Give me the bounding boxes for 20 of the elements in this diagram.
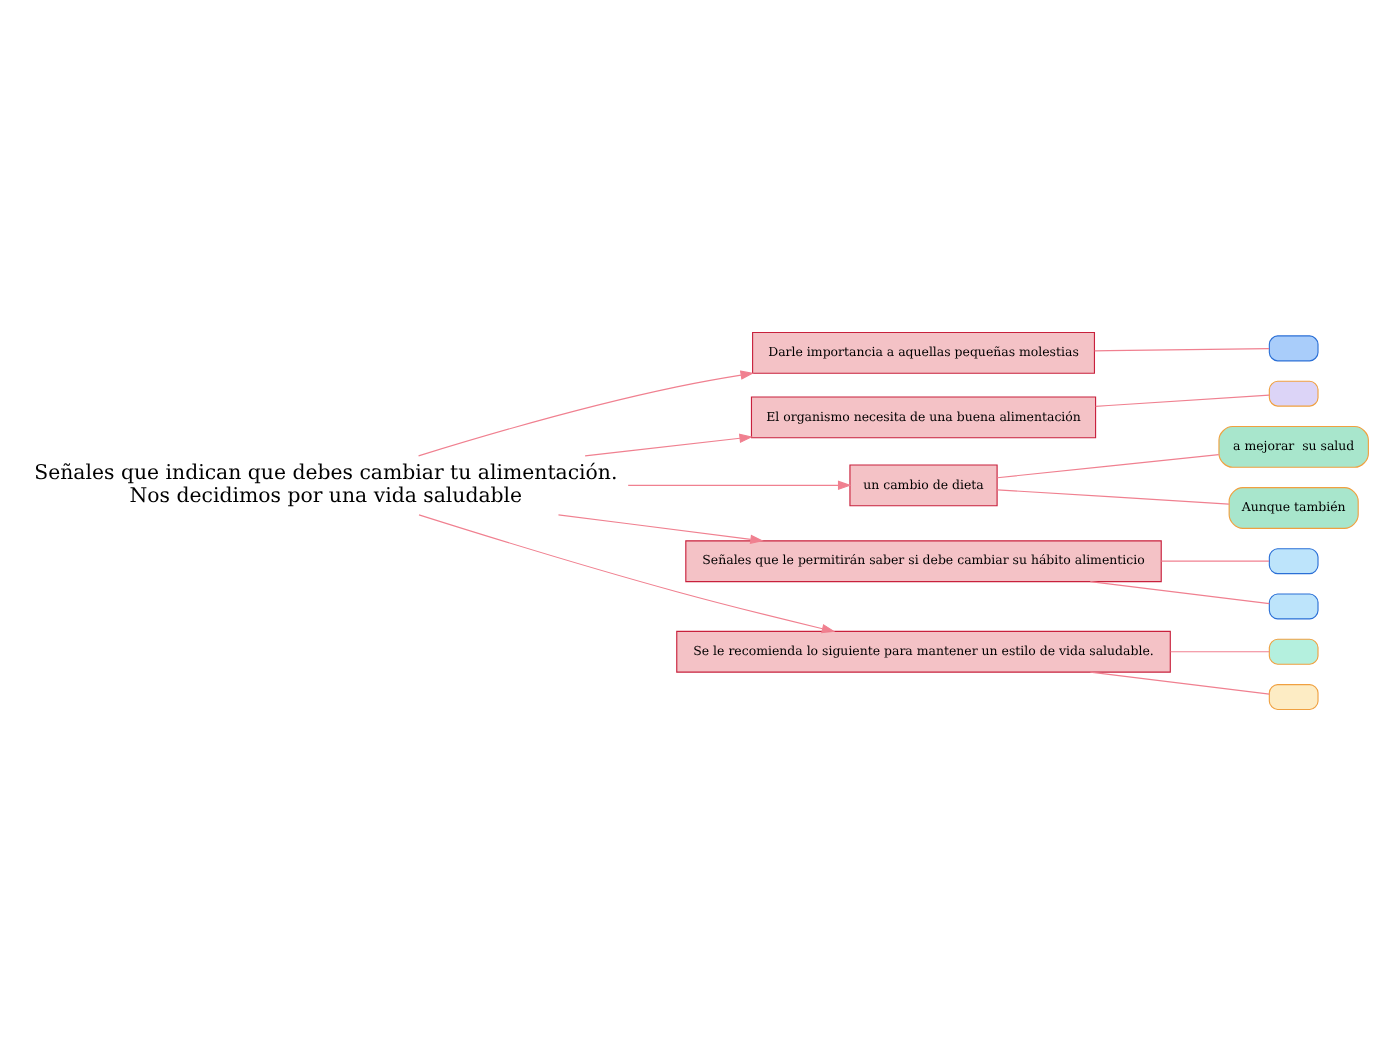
connector	[996, 488, 1230, 504]
connector	[1089, 580, 1270, 604]
node-box	[1268, 547, 1319, 574]
connector	[1094, 347, 1270, 351]
connector	[1170, 650, 1270, 652]
arrow	[557, 513, 764, 543]
node-box	[1268, 334, 1319, 361]
connector	[996, 453, 1220, 478]
node-box	[1268, 637, 1319, 664]
node-box	[1268, 683, 1319, 710]
node-box	[1268, 379, 1319, 406]
arrow	[627, 479, 852, 490]
arrow	[418, 513, 836, 633]
connector	[1160, 559, 1270, 561]
node-box	[1268, 592, 1319, 619]
node-text: Señales que indican que debes cambiar tu alimentación. Nos decidimos por una vida saludable	[34, 462, 618, 507]
connector	[1089, 670, 1270, 694]
arrow	[584, 432, 753, 456]
connector	[1095, 393, 1270, 406]
arrow	[418, 369, 755, 456]
